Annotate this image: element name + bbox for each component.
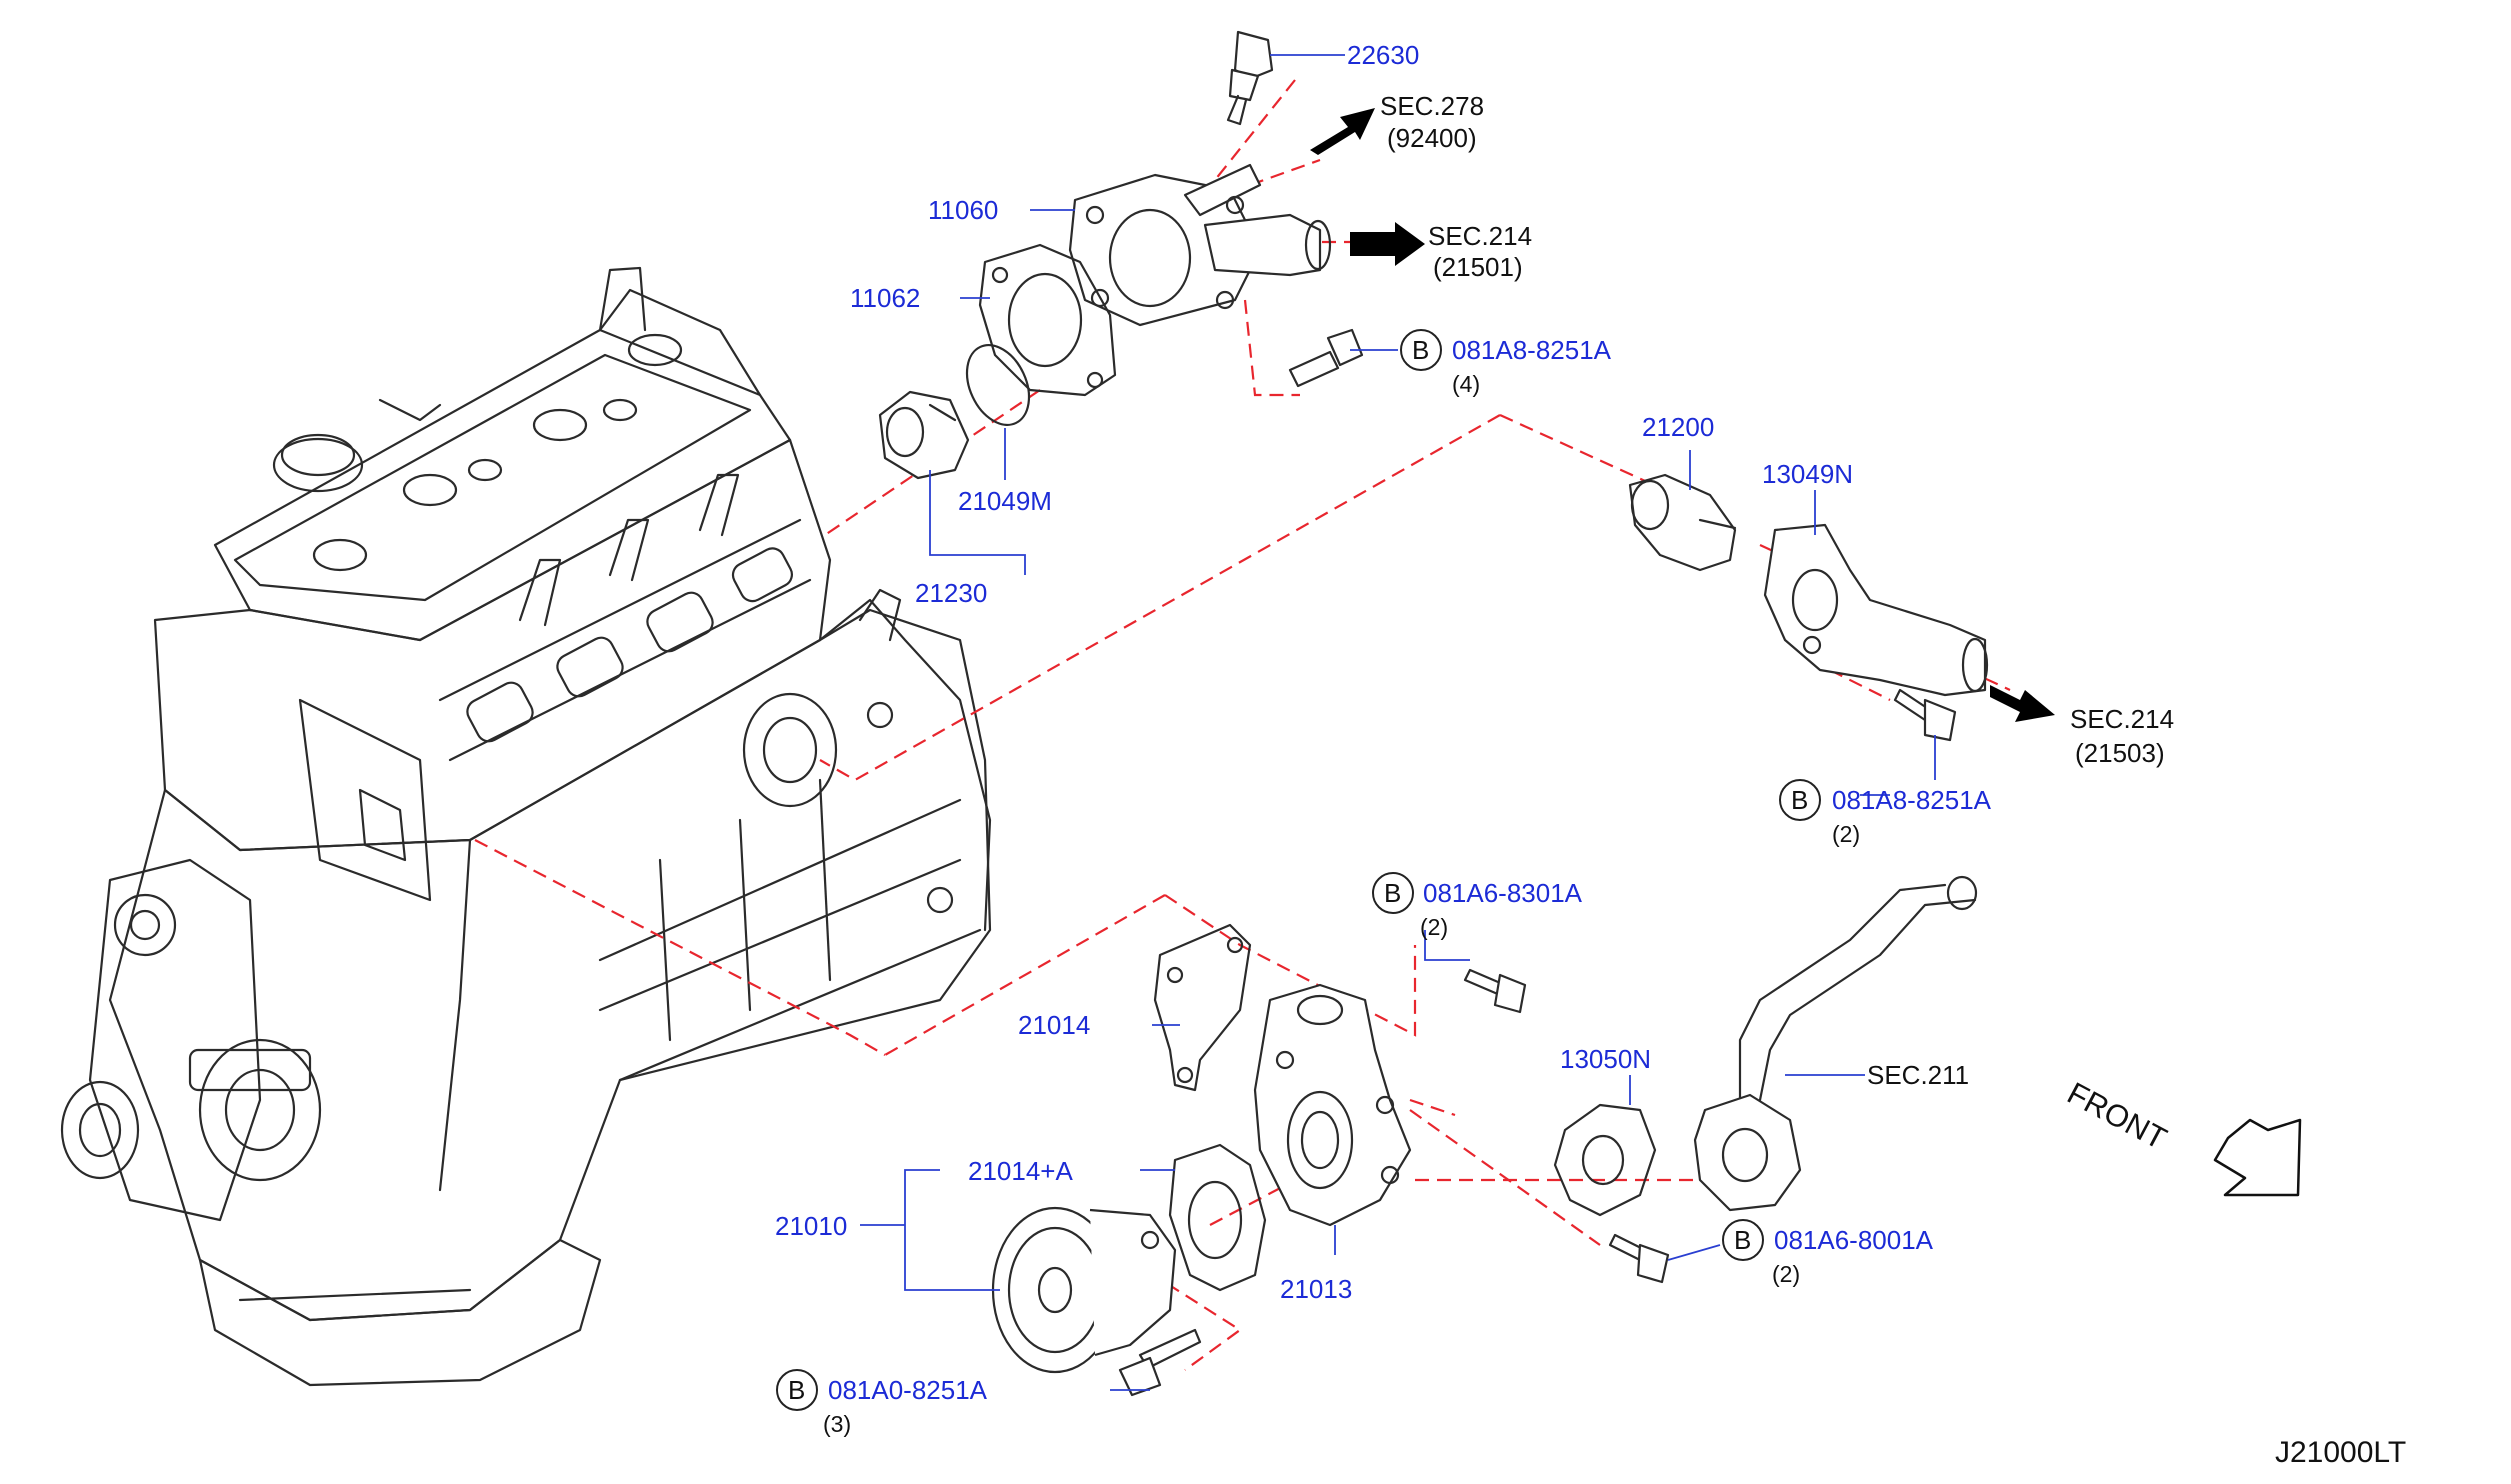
bracket-21014 (1153, 923, 1252, 1092)
arrow-sec214-21501 (1350, 222, 1425, 266)
label-21230: 21230 (915, 578, 987, 608)
bolt-quantity: (2) (1420, 914, 1448, 940)
engine-assembly-illustration (60, 266, 992, 1387)
gasket-11062 (978, 243, 1117, 397)
bolt-callout-1: B 081A8-8251A (4) (1400, 329, 1612, 397)
label-21010: 21010 (775, 1211, 847, 1241)
label-13050n: 13050N (1560, 1044, 1651, 1074)
section-arrows (1310, 108, 2302, 1197)
bolt-part-number: 081A6-8301A (1423, 878, 1583, 908)
bolt-marker: B (1412, 335, 1429, 365)
bolt-callout-3: B 081A6-8301A (2) (1372, 872, 1583, 940)
label-21014: 21014 (1018, 1010, 1090, 1040)
water-pump-21010 (991, 1206, 1177, 1374)
label-21049m: 21049M (958, 486, 1052, 516)
arrow-sec278 (1310, 108, 1375, 155)
o-ring-21049m (965, 344, 1031, 426)
label-sec214-b-ref: (21503) (2075, 738, 2165, 768)
water-inlet-21013 (1253, 983, 1412, 1227)
thermostat-21200 (1628, 473, 1737, 572)
bolt-081a6-8001a-2 (1608, 1233, 1670, 1284)
bolt-081a8-8251a-4 (1288, 328, 1364, 388)
label-21014-a: 21014+A (968, 1156, 1073, 1186)
bolt-callout-5: B 081A0-8251A (3) (776, 1369, 988, 1437)
bolt-quantity: (2) (1832, 821, 1860, 847)
label-11060: 11060 (928, 195, 998, 225)
bolt-part-number: 081A0-8251A (828, 1375, 988, 1405)
temperature-sensor-22630 (1226, 30, 1274, 126)
label-sec278: SEC.278 (1380, 91, 1484, 121)
bolt-081a0-8251a-3 (1118, 1328, 1202, 1397)
bolt-part-number: 081A8-8251A (1452, 335, 1612, 365)
bolt-part-number: 081A6-8001A (1774, 1225, 1934, 1255)
bolt-part-number: 081A8-8251A (1832, 785, 1992, 815)
label-22630: 22630 (1347, 40, 1419, 70)
thermostat-21230 (878, 390, 970, 480)
label-21013: 21013 (1280, 1274, 1352, 1304)
bolt-marker: B (788, 1375, 805, 1405)
arrow-sec214-21503 (1990, 685, 2055, 722)
bolt-marker: B (1791, 785, 1808, 815)
bolt-marker: B (1734, 1225, 1751, 1255)
label-sec214-a-ref: (21501) (1433, 252, 1523, 282)
label-11062: 11062 (850, 283, 920, 313)
leader-lines (860, 54, 1936, 1391)
label-21200: 21200 (1642, 412, 1714, 442)
label-sec214-a: SEC.214 (1428, 221, 1532, 251)
water-pipe-sec211 (1693, 875, 1978, 1212)
bolt-quantity: (2) (1772, 1261, 1800, 1287)
front-label: FRONT (2062, 1075, 2173, 1156)
bolt-081a8-8251a-2 (1893, 688, 1957, 742)
bolt-marker: B (1384, 878, 1401, 908)
bolt-081a6-8301a-2 (1463, 968, 1527, 1014)
label-sec211: SEC.211 (1867, 1060, 1969, 1090)
diagram-code: J21000LT (2275, 1436, 2406, 1469)
label-13049n: 13049N (1762, 459, 1853, 489)
label-sec278-ref: (92400) (1387, 123, 1477, 153)
gasket-21014-a (1168, 1143, 1267, 1292)
label-sec214-b: SEC.214 (2070, 704, 2174, 734)
thermostat-housing-11060 (1068, 163, 1332, 327)
bolt-callout-2: B 081A8-8251A (2) (1779, 779, 1992, 847)
front-arrow (2213, 1118, 2302, 1197)
bolt-quantity: (3) (823, 1411, 851, 1437)
bolt-quantity: (4) (1452, 371, 1480, 397)
bolt-callout-4: B 081A6-8001A (2) (1722, 1219, 1934, 1287)
water-outlet-13049n (1763, 523, 1989, 697)
gasket-13050n (1553, 1103, 1657, 1217)
